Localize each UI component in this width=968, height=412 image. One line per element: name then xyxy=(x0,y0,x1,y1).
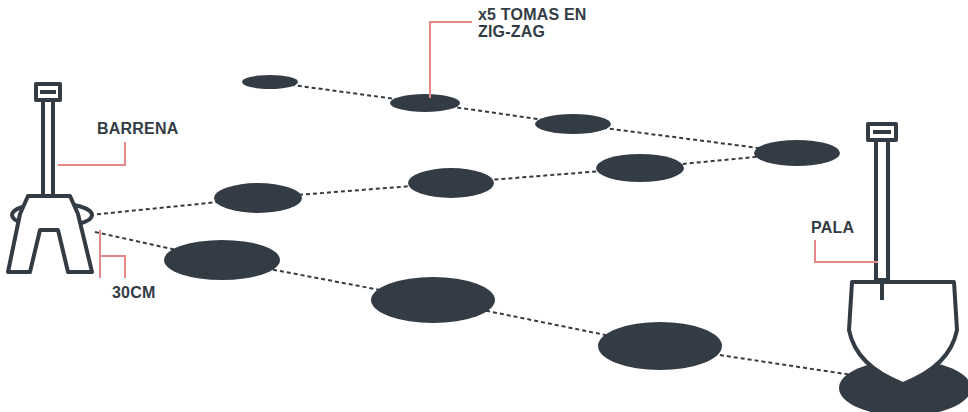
callout-text: x5 TOMAS EN ZIG-ZAG xyxy=(478,6,608,40)
auger-handle-grip xyxy=(40,90,56,94)
sample-hole xyxy=(214,183,302,213)
sample-hole xyxy=(754,140,840,166)
shovel-handle-grip xyxy=(873,130,891,134)
sample-hole xyxy=(598,322,722,370)
sample-hole xyxy=(596,154,684,182)
sample-hole xyxy=(408,168,494,198)
dashed-path xyxy=(90,153,797,215)
shovel-neck xyxy=(880,282,884,300)
sample-hole xyxy=(164,240,280,280)
part-name: PALA xyxy=(811,219,891,236)
leader-lines xyxy=(58,22,878,278)
shovel-symbol xyxy=(849,124,957,384)
part-name: BARRENA xyxy=(97,120,207,137)
auger-symbol xyxy=(8,84,92,272)
sample-hole xyxy=(242,75,298,89)
shovel-handle xyxy=(868,124,896,140)
auger-shaft xyxy=(43,100,53,196)
zigzag-paths xyxy=(90,82,905,383)
sample-hole xyxy=(371,277,495,323)
leader-line xyxy=(58,142,125,165)
dashed-path xyxy=(95,232,905,383)
leader-line xyxy=(815,240,878,262)
depth-bracket xyxy=(100,256,125,278)
dimension-label: 30CM xyxy=(112,284,182,301)
dashed-path xyxy=(270,82,797,153)
depth-bracket xyxy=(99,230,101,278)
shovel-blade xyxy=(849,282,957,384)
sample-hole xyxy=(535,114,611,134)
sample-holes xyxy=(164,75,968,412)
sample-hole xyxy=(390,94,460,112)
shovel-shaft xyxy=(876,140,888,280)
leader-line xyxy=(430,22,472,98)
auger-handle xyxy=(36,84,60,100)
auger-bit xyxy=(8,196,92,272)
